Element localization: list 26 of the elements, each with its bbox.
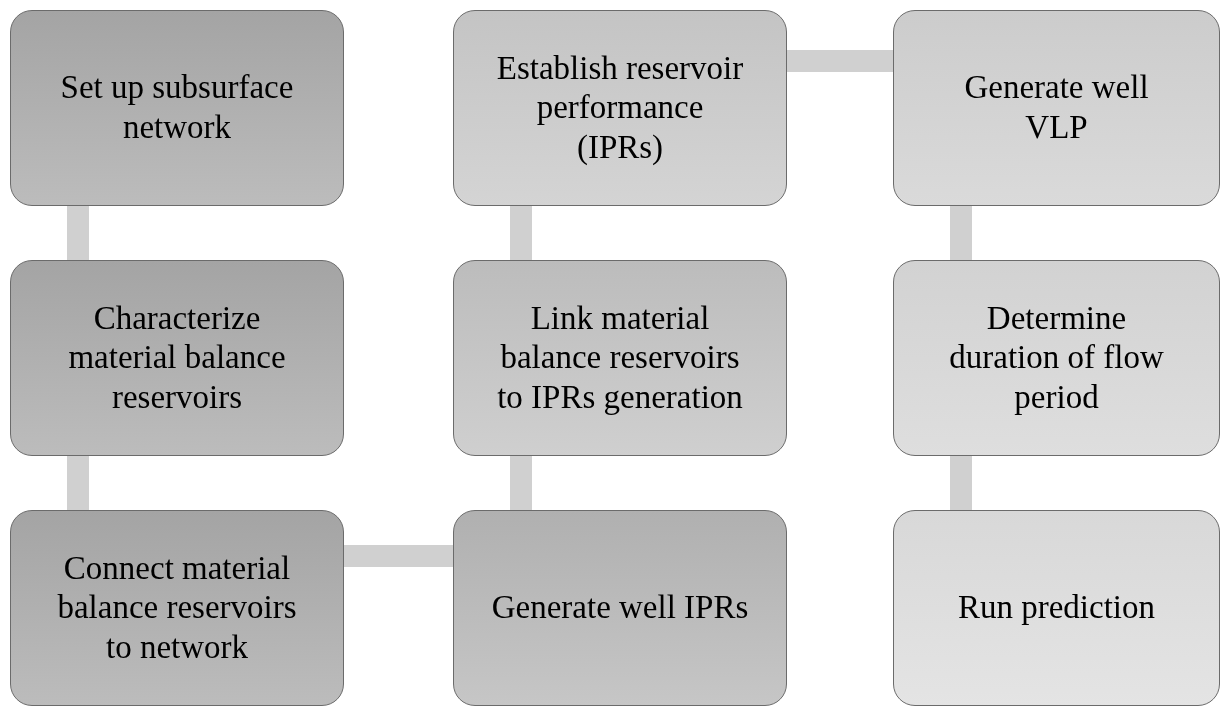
connector-bar [950, 206, 972, 260]
step-text: Run prediction [957, 588, 1156, 628]
connector-bar [510, 206, 532, 260]
connector-bar [510, 456, 532, 510]
process-box [893, 260, 1220, 456]
step-text: Set up subsurface network [59, 68, 295, 147]
process-box [453, 10, 787, 206]
process-box [10, 510, 344, 706]
connector-bar [787, 50, 893, 72]
connector-bar [67, 456, 89, 510]
step-text: Generate well IPRs [491, 588, 749, 628]
process-box [453, 510, 787, 706]
step-text: Determine duration of flow period [948, 298, 1165, 417]
step-text: Generate well VLP [963, 68, 1150, 147]
step-text: Connect material balance reservoirs to network [56, 548, 298, 667]
process-box [453, 260, 787, 456]
connector-bar [67, 206, 89, 260]
step-text: Establish reservoir performance (IPRs) [495, 48, 745, 167]
step-text: Link material balance reservoirs to IPRs generation [496, 298, 744, 417]
connector-bar [344, 545, 453, 567]
step-text: Characterize material balance reservoirs [67, 298, 287, 417]
process-box [893, 510, 1220, 706]
process-box [10, 260, 344, 456]
process-box [10, 10, 344, 206]
process-box [893, 10, 1220, 206]
connector-bar [950, 456, 972, 510]
